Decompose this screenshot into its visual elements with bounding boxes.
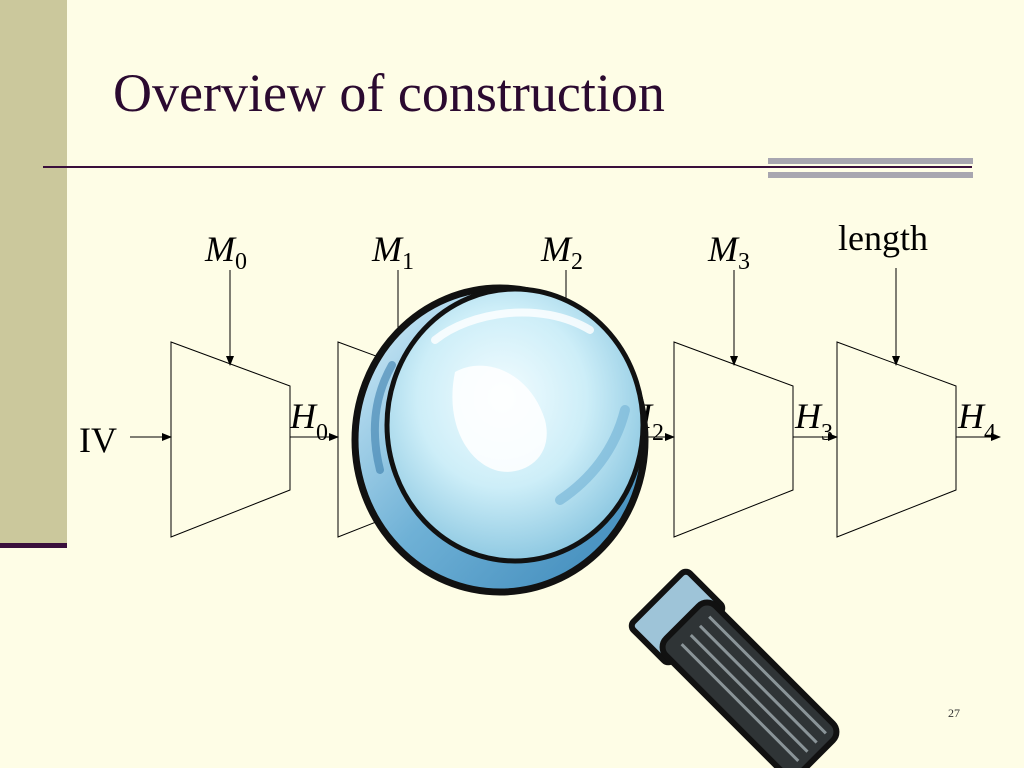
message-label-1: M1 [371, 229, 414, 275]
iv-label: IV [79, 420, 117, 460]
accent-bar-top [768, 158, 973, 164]
hash-label-0: H0 [289, 396, 328, 446]
message-labels: M0 M1 M2 M3 [204, 229, 750, 275]
message-label-2: M2 [540, 229, 583, 275]
message-label-3: M3 [707, 229, 750, 275]
message-label-0: M0 [204, 229, 247, 275]
accent-bar-bottom [768, 172, 973, 178]
magnifying-glass-icon [351, 284, 840, 768]
sidebar-band [0, 0, 67, 545]
compression-block-3 [673, 341, 794, 538]
compression-block-0 [170, 341, 291, 538]
hash-label-4: H4 [957, 396, 996, 446]
compression-block-4 [836, 341, 957, 538]
slide-title: Overview of construction [113, 63, 665, 123]
page-number: 27 [948, 706, 960, 720]
sidebar-base-bar [0, 543, 67, 548]
hash-label-3: H3 [794, 396, 833, 446]
length-label: length [838, 218, 928, 258]
